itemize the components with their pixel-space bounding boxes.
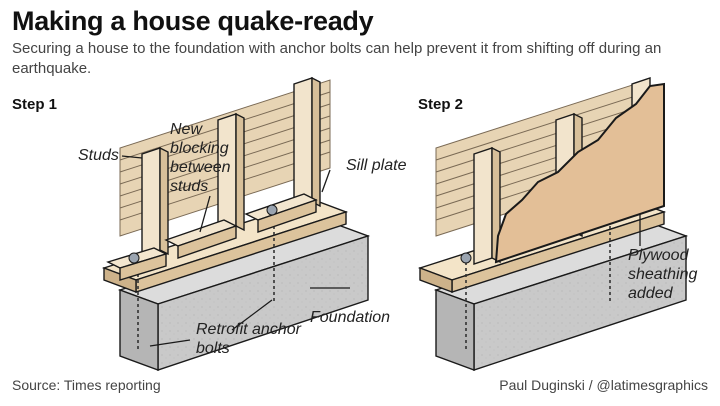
label-anchor-bolts: Retrofit anchor bolts: [196, 321, 301, 357]
plywood-sheathing: [494, 82, 665, 264]
label-sill-plate: Sill plate: [346, 157, 407, 174]
label-plywood: Plywood sheathing added: [628, 247, 698, 302]
foundation-step2: [433, 221, 689, 372]
page-title: Making a house quake-ready: [12, 6, 374, 36]
step-1-heading: Step 1: [12, 96, 58, 113]
step-1-assembly: [101, 76, 371, 372]
bolt-heads-step2: [460, 252, 472, 264]
source-note: Source: Times reporting: [12, 377, 161, 393]
leader-lines-step1: [121, 155, 350, 347]
label-studs: Studs: [78, 147, 119, 164]
blocking-step1: [106, 193, 318, 281]
credit-note: Paul Duginski / @latimesgraphics: [499, 377, 708, 393]
label-blocking: New blocking between studs: [170, 121, 231, 195]
bolt-head-icon: [128, 252, 140, 264]
studs-step1: [141, 76, 321, 257]
page-subtitle: Securing a house to the foundation with …: [12, 40, 662, 77]
bolt-head-icon: [460, 252, 472, 264]
anchor-bolts-step2: [465, 214, 611, 352]
foundation-step1: [117, 221, 371, 372]
bolt-head-icon: [266, 204, 278, 216]
step-2-assembly: [417, 77, 689, 372]
bolt-heads-step1: [128, 204, 278, 264]
label-foundation: Foundation: [310, 309, 391, 326]
anchor-bolts-step1: [137, 214, 275, 352]
step-2-heading: Step 2: [418, 96, 464, 113]
